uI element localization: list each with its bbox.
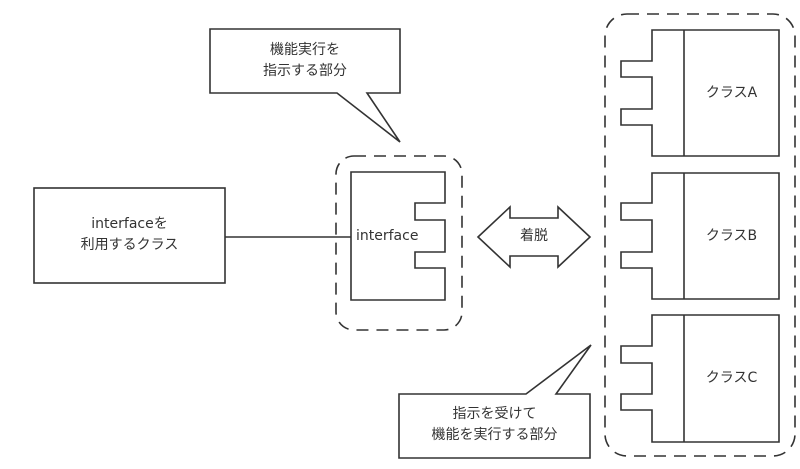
swap-arrow-label: 着脱 — [520, 228, 548, 244]
client-class-label-line-2: 利用するクラス — [80, 237, 179, 253]
callout-bottom-text: 指示を受けて 機能を実行する部分 — [399, 404, 590, 446]
callout-top-line-2: 指示する部分 — [263, 63, 347, 79]
class-c-label: クラスC — [705, 370, 758, 386]
callout-bottom-line-2: 機能を実行する部分 — [431, 427, 558, 443]
class-a-label: クラスA — [705, 85, 758, 101]
callout-bottom-line-1: 指示を受けて — [452, 406, 537, 422]
implementations-group-outline — [604, 13, 796, 457]
interface-label: interface — [356, 228, 419, 244]
class-a-shape — [620, 29, 780, 157]
class-b-shape — [620, 172, 780, 300]
client-class-label: interfaceを 利用するクラス — [34, 214, 225, 256]
swap-double-arrow — [476, 205, 592, 269]
client-class-label-line-1: interfaceを — [91, 216, 168, 232]
interface-box — [350, 171, 446, 301]
callout-top-bubble — [209, 28, 401, 143]
callout-bottom-bubble — [398, 344, 592, 459]
class-b-label: クラスB — [705, 228, 758, 244]
client-class-box — [33, 187, 226, 284]
callout-top-text: 機能実行を 指示する部分 — [210, 40, 400, 82]
interface-group-outline — [335, 155, 463, 331]
class-c-shape — [620, 314, 780, 443]
callout-top-line-1: 機能実行を — [270, 42, 340, 58]
